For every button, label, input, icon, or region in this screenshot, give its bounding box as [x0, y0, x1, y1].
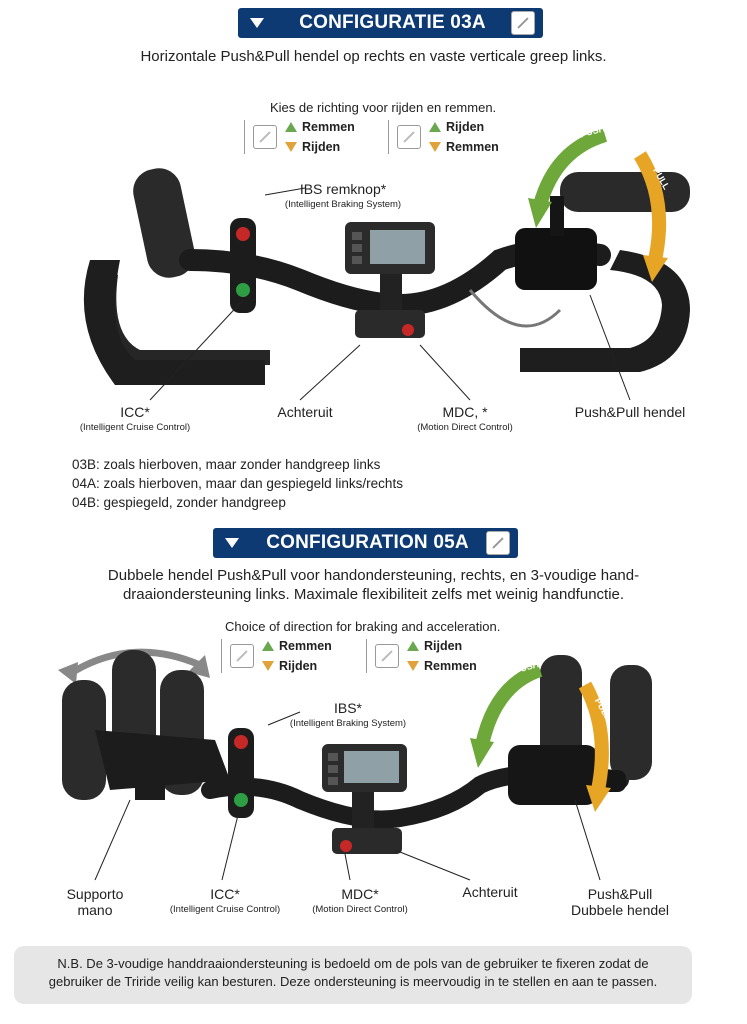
option-up-label: Remmen: [279, 639, 332, 653]
ibs-text: IBS*: [333, 700, 362, 716]
up-arrow-icon: [407, 641, 419, 651]
down-arrow-icon: [262, 661, 274, 671]
supporto-label: Supporto mano: [45, 886, 145, 918]
reverse-label-2: Achteruit: [462, 884, 518, 900]
option-down-label: Rijden: [279, 659, 318, 673]
collapse-triangle-icon: [250, 18, 264, 28]
config-03a-banner[interactable]: CONFIGURATIE 03A: [238, 8, 543, 38]
mdc-subtext: (Motion Direct Control): [417, 422, 513, 433]
ibs-label-2: IBS* (Intelligent Braking System): [273, 700, 423, 732]
reverse-label-1: Achteruit: [277, 404, 333, 420]
variant-list: 03B: zoals hierboven, maar zonder handgr…: [72, 455, 403, 512]
up-arrow-icon: [262, 641, 274, 651]
option-checkbox-icon[interactable]: [375, 644, 399, 668]
variant-03b: 03B: zoals hierboven, maar zonder handgr…: [72, 457, 381, 472]
icc-text: ICC*: [210, 886, 240, 902]
divider: [366, 639, 367, 673]
handlebar-illustration-03a: PUSH PULL: [83, 123, 690, 401]
footnote-line-1: N.B. De 3-voudige handdraaiondersteuning…: [57, 956, 649, 971]
config-05a-subtitle: Dubbele hendel Push&Pull voor handonders…: [0, 566, 747, 604]
option-checkbox-icon[interactable]: [253, 125, 277, 149]
mdc-subtext: (Motion Direct Control): [312, 904, 408, 915]
direction-prompt-1: Kies de richting voor rijden en remmen.: [270, 100, 497, 115]
up-arrow-icon: [285, 122, 297, 132]
icc-label-2: ICC* (Intelligent Cruise Control): [150, 886, 300, 918]
up-arrow-icon: [429, 122, 441, 132]
pushpull-label-2: Push&Pull Dubbele hendel: [550, 886, 690, 918]
config-03a-subtitle: Horizontale Push&Pull hendel op rechts e…: [140, 48, 607, 65]
pushpull-line-1: Push&Pull: [587, 886, 653, 902]
option-down-label: Rijden: [302, 140, 341, 154]
direction-option-2a[interactable]: Remmen Rijden: [221, 639, 332, 673]
divider: [388, 120, 389, 154]
direction-option-1b[interactable]: Rijden Remmen: [388, 120, 499, 154]
pushpull-line-2: Dubbele hendel: [570, 902, 670, 918]
divider: [221, 639, 222, 673]
subtitle-line-1: Dubbele hendel Push&Pull voor handonders…: [107, 567, 640, 584]
direction-prompt-2: Choice of direction for braking and acce…: [225, 619, 501, 634]
option-checkbox-icon[interactable]: [230, 644, 254, 668]
config-05a-banner[interactable]: CONFIGURATION 05A: [213, 528, 518, 558]
subtitle-line-2: draaiondersteuning links. Maximale flexi…: [122, 586, 625, 603]
edit-checkbox-icon[interactable]: [511, 11, 535, 35]
mdc-text: MDC*: [341, 886, 379, 902]
icc-subtext: (Intelligent Cruise Control): [169, 904, 281, 915]
footnote-box: N.B. De 3-voudige handdraaiondersteuning…: [14, 946, 692, 1004]
mdc-label-2: MDC* (Motion Direct Control): [290, 886, 430, 918]
option-down-label: Remmen: [424, 659, 477, 673]
direction-option-1a[interactable]: Remmen Rijden: [244, 120, 355, 154]
divider: [244, 120, 245, 154]
edit-checkbox-icon[interactable]: [486, 531, 510, 555]
variant-04a: 04A: zoals hierboven, maar dan gespiegel…: [72, 476, 403, 491]
handlebar-illustration-05a: PUSH PULL: [58, 648, 652, 881]
ibs-label-1: IBS remknop* (Intelligent Braking System…: [268, 181, 418, 213]
icc-subtext: (Intelligent Cruise Control): [79, 422, 191, 433]
supporto-line-1: Supporto: [66, 886, 124, 902]
option-up-label: Remmen: [302, 120, 355, 134]
mdc-label-1: MDC, * (Motion Direct Control): [395, 404, 535, 436]
option-up-label: Rijden: [424, 639, 463, 653]
ibs-text: IBS remknop*: [299, 181, 387, 197]
config-05a-title: CONFIGURATION 05A: [266, 532, 469, 553]
option-down-label: Remmen: [446, 140, 499, 154]
direction-option-2b[interactable]: Rijden Remmen: [366, 639, 477, 673]
footnote-line-2: gebruiker de Triride veilig kan besturen…: [48, 974, 658, 989]
down-arrow-icon: [429, 142, 441, 152]
ibs-subtext: (Intelligent Braking System): [289, 718, 407, 729]
supporto-line-2: mano: [77, 902, 113, 918]
variant-04b: 04B: gespiegeld, zonder handgreep: [72, 495, 286, 510]
config-03a-title: CONFIGURATIE 03A: [299, 12, 486, 33]
pushpull-label-1: Push&Pull hendel: [574, 404, 686, 420]
collapse-triangle-icon: [225, 538, 239, 548]
icc-text: ICC*: [120, 404, 150, 420]
icc-label-1: ICC* (Intelligent Cruise Control): [60, 404, 210, 436]
down-arrow-icon: [407, 661, 419, 671]
down-arrow-icon: [285, 142, 297, 152]
mdc-text: MDC, *: [442, 404, 488, 420]
option-checkbox-icon[interactable]: [397, 125, 421, 149]
ibs-subtext: (Intelligent Braking System): [284, 199, 402, 210]
option-up-label: Rijden: [446, 120, 485, 134]
